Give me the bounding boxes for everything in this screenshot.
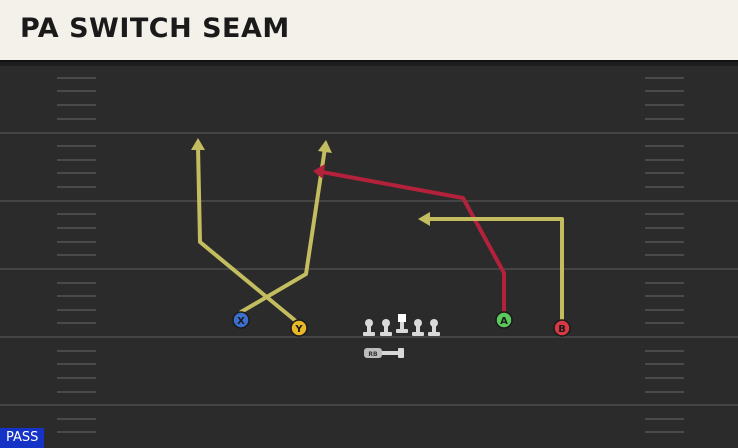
receiver-a-label: A [500,316,508,327]
hash-marks-right [645,77,684,433]
receiver-x: X [232,311,250,329]
play-title: PA SWITCH SEAM [20,13,290,44]
lineman-icon [412,319,424,336]
play-type-badge: PASS [0,428,45,448]
rb-label: RB [368,351,378,358]
receiver-b: B [553,319,571,337]
route-y [239,140,332,314]
play-title-bar: PA SWITCH SEAM [0,0,738,62]
yard-lines [0,132,738,406]
receiver-b-label: B [558,324,566,335]
lineman-icon [363,319,375,336]
receiver-a: A [495,311,513,329]
center-icon [396,314,408,333]
running-back: RB [364,348,404,358]
receiver-y: Y [290,319,308,337]
route-x [191,138,299,324]
lineman-icon [428,319,440,336]
route-a [313,164,506,315]
receiver-y-label: Y [294,324,303,335]
hash-marks-left [57,77,96,433]
offensive-line [363,314,440,336]
receiver-x-label: X [237,316,245,327]
lineman-icon [380,319,392,336]
route-b [418,212,564,322]
